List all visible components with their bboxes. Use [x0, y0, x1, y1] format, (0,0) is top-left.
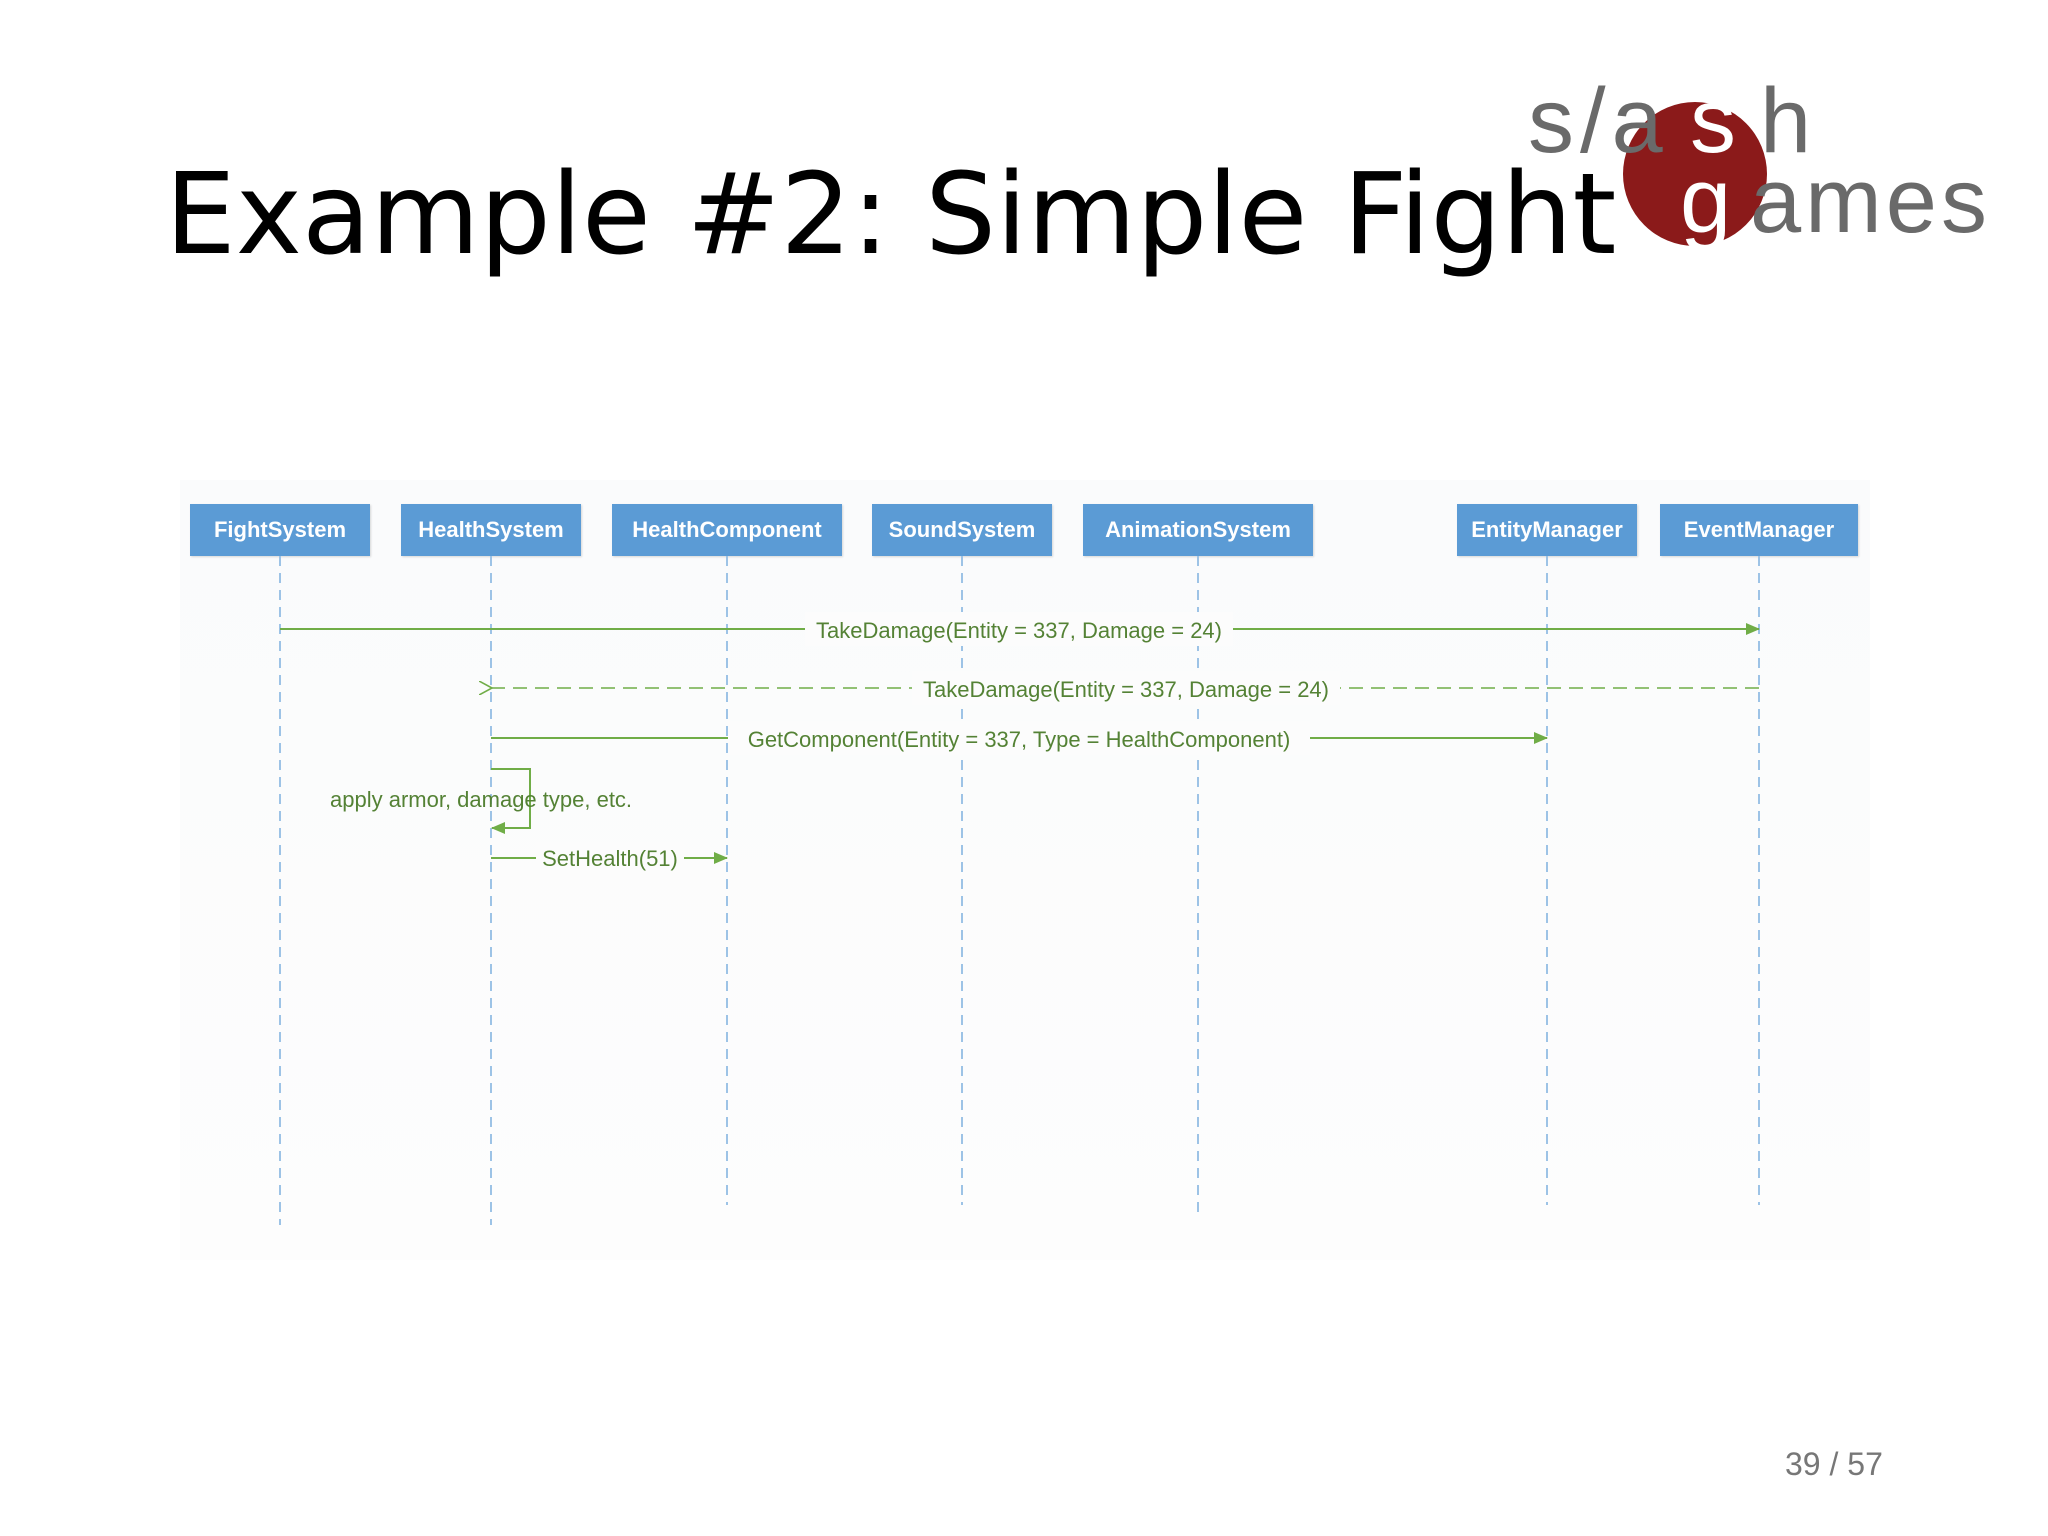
lifeline-healthcomponent: HealthComponent [612, 504, 842, 556]
slash-games-logo: s/a s h g ames [1528, 72, 1991, 252]
page-number: 39 / 57 [1785, 1446, 1883, 1482]
logo-accent-circle [1623, 102, 1767, 246]
lifeline-fightsystem: FightSystem [190, 504, 370, 556]
svg-text:g: g [1680, 150, 1731, 252]
lifeline-soundsystem: SoundSystem [872, 504, 1052, 556]
slide-title: Example #2: Simple Fight [165, 150, 1617, 280]
lifeline-entitymanager: EntityManager [1457, 504, 1637, 556]
lifeline-animationsystem: AnimationSystem [1083, 504, 1313, 556]
lifeline-eventmanager: EventManager [1660, 504, 1858, 556]
svg-text:ames: ames [1750, 150, 1991, 252]
svg-text:s: s [1690, 72, 1736, 172]
lifeline-healthsystem: HealthSystem [401, 504, 581, 556]
diagram-background [180, 480, 1870, 1260]
svg-text:h: h [1760, 72, 1811, 172]
svg-text:s/a: s/a [1528, 72, 1669, 172]
